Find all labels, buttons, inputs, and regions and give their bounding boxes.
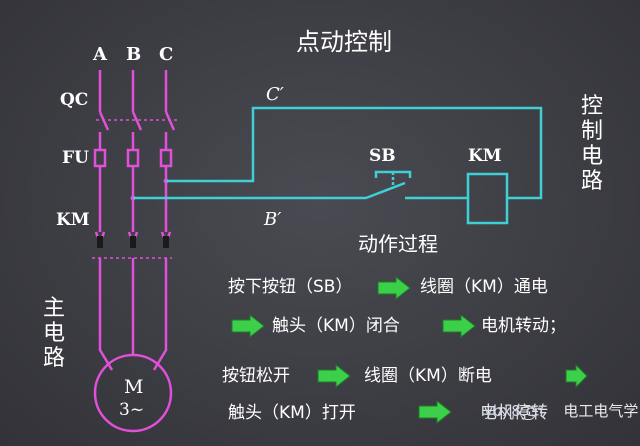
motor-phase-label: 3~ [119,400,145,420]
arrow-icon [418,399,452,425]
km-coil-label: KM [468,146,502,166]
step-release-button: 按钮松开 [222,366,290,386]
arrow-icon [377,275,411,301]
phase-label-a: A [93,44,107,65]
control-circuit-label: 控 制 电 路 [580,94,603,194]
qc-blade-c [164,111,176,131]
phase-label-c: C [159,44,174,65]
qc-blade-a [98,111,110,131]
step-motor-runs: 电机转动； [481,316,566,336]
motor-symbol [93,353,173,433]
step-contacts-close: 触头（KM）闭合 [272,316,400,336]
main-circuit-label: 主 电 路 [42,296,65,371]
wechat-icon [520,406,536,420]
watermark: ybx8.cn电工电气学习 [484,402,640,420]
km-coil [466,172,509,225]
wire-c-prime [166,106,543,200]
qc-label: QC [60,90,89,110]
process-heading: 动作过程 [358,232,438,256]
step-press-button: 按下按钮（SB） [228,277,353,297]
arrow-icon [565,363,588,389]
step-coil-energized: 线圈（KM）通电 [420,277,548,297]
c-prime-label: C′ [266,84,284,105]
b-prime-label: B′ [264,209,282,230]
arrow-icon [442,313,476,339]
diagram-title: 点动控制 [296,28,392,56]
qc-blade-b [131,111,143,131]
control-circuit-wires [133,106,543,225]
sb-label: SB [369,146,396,166]
step-contacts-open: 触头（KM）打开 [228,403,356,423]
sb-contact [365,181,406,200]
fu-label: FU [62,148,89,168]
step-coil-deenergized: 线圈（KM）断电 [364,366,492,386]
motor-label: M [124,376,144,398]
arrow-icon [317,363,351,389]
arrow-icon [231,313,265,339]
km-main-label: KM [56,210,90,230]
phase-label-b: B [126,44,142,65]
